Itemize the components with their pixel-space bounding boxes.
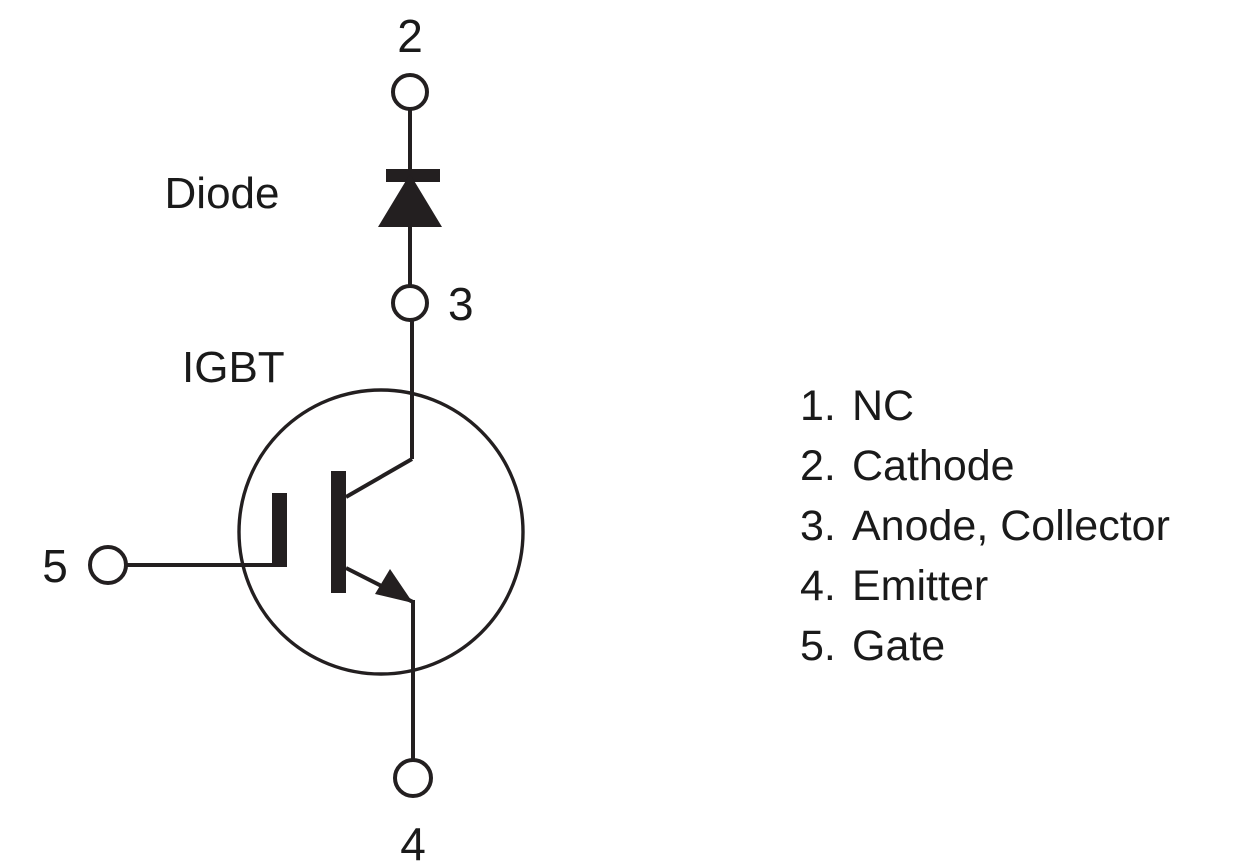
igbt-symbol xyxy=(126,319,525,761)
terminal-label-5: 5 xyxy=(42,540,68,592)
pin-list-row-1: 1. NC xyxy=(800,382,914,430)
terminal-group xyxy=(88,73,433,798)
pin-list-row-5: 5. Gate xyxy=(800,622,945,670)
terminal-circle-4[interactable] xyxy=(393,758,433,798)
pin-list-row-3: 3. Anode, Collector xyxy=(800,502,1170,550)
diode-branch xyxy=(378,109,442,287)
component-labels: Diode IGBT xyxy=(165,169,285,392)
igbt-envelope-circle xyxy=(237,388,525,676)
pin-list-number-4: 4. xyxy=(800,562,836,610)
pin-list-number-1: 1. xyxy=(800,382,836,430)
igbt-channel-plate xyxy=(331,471,346,593)
igbt-label: IGBT xyxy=(182,343,285,392)
diode-triangle-icon xyxy=(378,174,442,227)
igbt-gate-plate xyxy=(272,493,287,567)
terminal-labels: 2 3 4 5 xyxy=(42,10,473,868)
pin-list-row-4: 4. Emitter xyxy=(800,562,988,610)
terminal-circle-5[interactable] xyxy=(88,545,128,585)
diode-cathode-bar xyxy=(386,169,440,182)
terminal-circle-3[interactable] xyxy=(391,284,429,322)
pin-list-name-1: NC xyxy=(852,382,914,430)
pin-list-name-4: Emitter xyxy=(852,562,988,610)
terminal-label-2: 2 xyxy=(397,10,423,62)
emitter-arrow-icon xyxy=(375,569,413,603)
pin-list-name-3: Anode, Collector xyxy=(852,502,1170,550)
terminal-label-3: 3 xyxy=(448,278,474,330)
pin-list-name-2: Cathode xyxy=(852,442,1015,490)
diode-label: Diode xyxy=(165,169,280,218)
wire-collector-slant xyxy=(345,457,413,499)
pin-list-name-5: Gate xyxy=(852,622,945,670)
terminal-label-4: 4 xyxy=(400,818,426,868)
pin-list-row-2: 2. Cathode xyxy=(800,442,1015,490)
pin-list: 1. NC 2. Cathode 3. Anode, Collector 4. … xyxy=(800,382,1170,670)
pin-list-number-3: 3. xyxy=(800,502,836,550)
pin-list-number-2: 2. xyxy=(800,442,836,490)
terminal-circle-2[interactable] xyxy=(391,73,429,111)
pin-list-number-5: 5. xyxy=(800,622,836,670)
